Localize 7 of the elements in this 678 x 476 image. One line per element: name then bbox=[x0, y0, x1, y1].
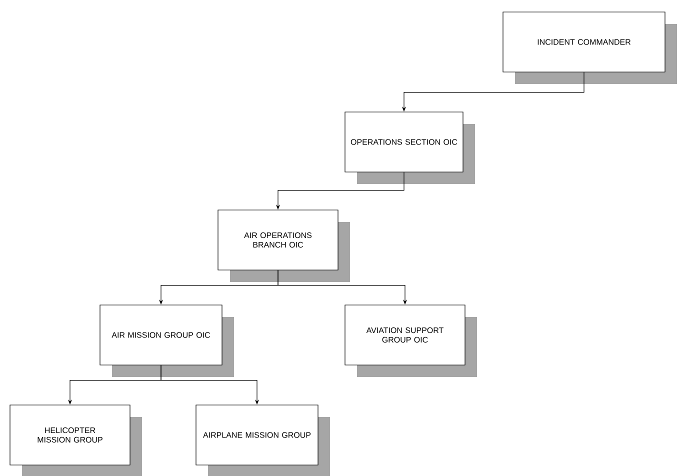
org-box: AIR MISSION GROUP OIC bbox=[100, 304, 234, 377]
org-box: INCIDENT COMMANDER bbox=[502, 12, 677, 84]
org-box: AVIATION SUPPORT GROUP OIC bbox=[344, 304, 477, 377]
org-box: OPERATIONS SECTION OIC bbox=[344, 112, 475, 184]
org-box: AIRPLANE MISSION GROUP bbox=[196, 404, 330, 476]
org-box: HELICOPTER MISSION GROUP bbox=[10, 404, 142, 476]
org-box: AIR OPERATIONS BRANCH OIC bbox=[218, 210, 350, 282]
